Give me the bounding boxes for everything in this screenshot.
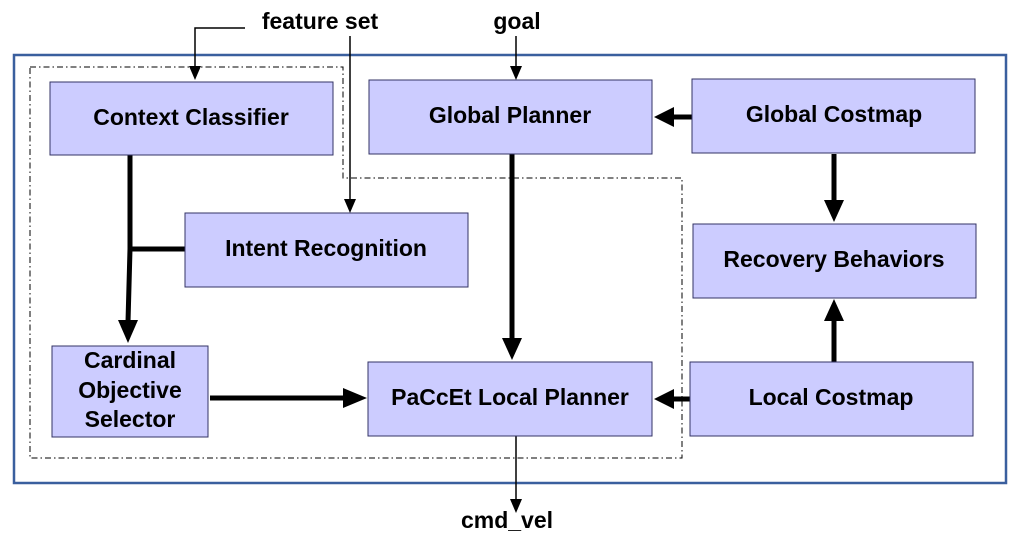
cardinal-objective-selector-node: Cardinal Objective Selector (51, 345, 209, 438)
global-planner-to-local-planner-arrowhead (502, 338, 522, 360)
global-costmap-to-recovery-arrowhead (824, 200, 844, 222)
global-costmap-label: Global Costmap (746, 101, 922, 127)
context-classifier-node: Context Classifier (49, 81, 334, 156)
global-costmap-to-global-planner-arrowhead (654, 107, 674, 127)
global-planner-node: Global Planner (368, 79, 653, 155)
intent-recognition-node: Intent Recognition (184, 212, 469, 288)
local-costmap-node: Local Costmap (689, 361, 974, 437)
feature-set-to-context-arrow (194, 27, 245, 72)
recovery-behaviors-label: Recovery Behaviors (723, 246, 944, 272)
local-planning-group-boundary (29, 66, 683, 459)
local-planner-to-cmd-vel-arrowhead (510, 499, 522, 513)
global-costmap-node: Global Costmap (691, 78, 976, 154)
goal-input-label: goal (493, 8, 540, 34)
recovery-behaviors-node: Recovery Behaviors (692, 223, 977, 299)
context-to-selector-arrowhead (118, 320, 138, 343)
global-planner-label: Global Planner (429, 102, 591, 128)
local-planner-label: PaCcEt Local Planner (391, 384, 629, 410)
cmd-vel-output-label: cmd_vel (461, 507, 553, 533)
system-frame (12, 53, 1008, 485)
local-costmap-to-recovery-arrowhead (824, 299, 844, 321)
cardinal-selector-label-line-3: Selector (85, 406, 176, 432)
local-costmap-label: Local Costmap (749, 384, 914, 410)
cardinal-selector-label-line-1: Cardinal (84, 347, 176, 373)
intent-recognition-label: Intent Recognition (225, 235, 427, 261)
selector-to-local-planner-arrowhead (343, 388, 367, 408)
local-costmap-to-local-planner-arrowhead (654, 389, 674, 409)
context-classifier-label: Context Classifier (93, 104, 289, 130)
paccet-local-planner-node: PaCcEt Local Planner (367, 361, 653, 437)
feature-set-to-context-arrowhead (189, 66, 201, 80)
cardinal-selector-label-line-2: Objective (78, 377, 182, 403)
context-to-selector-arrow (125, 155, 133, 323)
feature-set-to-intent-arrowhead (344, 199, 356, 213)
feature-set-input-label: feature set (262, 8, 379, 34)
goal-to-global-planner-arrowhead (510, 66, 522, 80)
